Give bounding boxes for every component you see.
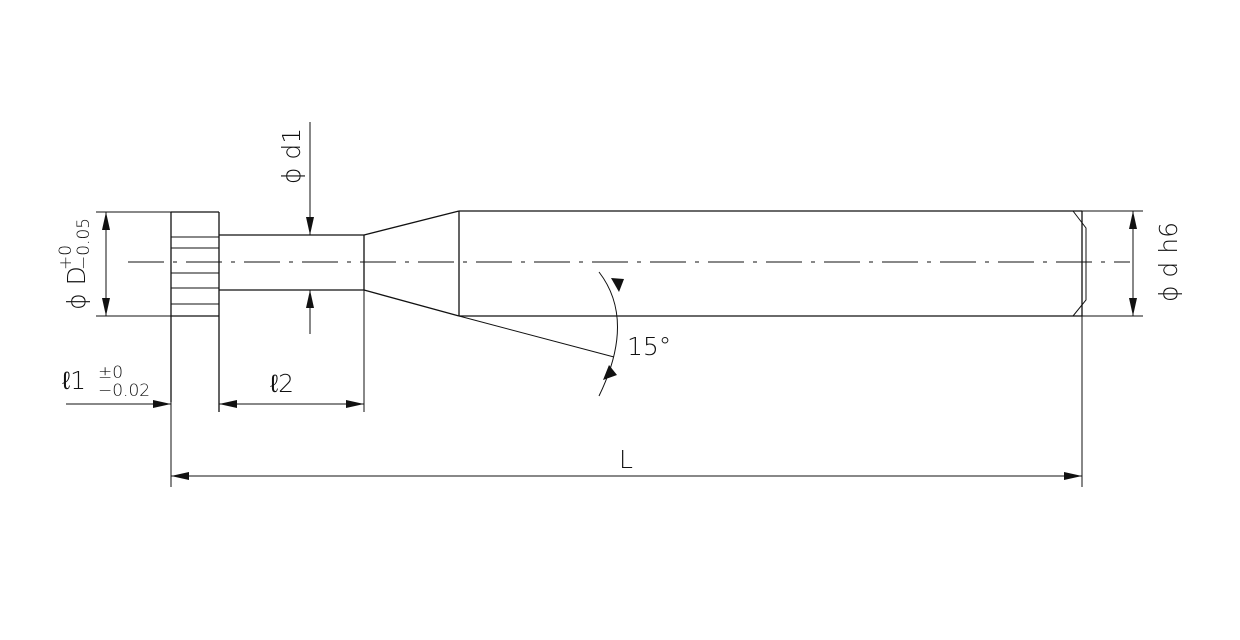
dim-D-label: D xyxy=(62,266,91,285)
dim-l2: ℓ2 xyxy=(219,290,365,412)
shank xyxy=(459,210,1087,317)
taper xyxy=(363,210,460,317)
dim-angle: 15° xyxy=(458,271,671,397)
dim-d-h6: ϕ d h6 xyxy=(1082,210,1183,317)
dim-l1-tol-plus: ±0 xyxy=(98,363,123,383)
dim-d-phi: ϕ xyxy=(1154,286,1183,303)
dim-d1-phi: ϕ xyxy=(277,168,306,185)
svg-text:ϕ D: ϕ D xyxy=(62,266,91,310)
dim-l1: ℓ1 ±0 −0.02 xyxy=(62,363,250,408)
dim-D-phi: ϕ xyxy=(62,293,91,310)
dim-D-tol-minus: −0.05 xyxy=(74,218,94,270)
dim-d-h6-label: d h6 xyxy=(1154,222,1183,278)
dim-L: L xyxy=(170,316,1083,487)
svg-text:ϕ d h6: ϕ d h6 xyxy=(1154,222,1183,302)
dim-l1-tol-minus: −0.02 xyxy=(98,381,150,401)
dim-d1: ϕ d1 xyxy=(277,122,320,334)
dim-D-tol-plus: +0 xyxy=(56,245,76,270)
dim-l1-label: ℓ1 xyxy=(62,366,86,395)
svg-text:ϕ d1: ϕ d1 xyxy=(277,128,306,184)
dim-L-label: L xyxy=(619,445,633,474)
cutter-head xyxy=(170,211,220,412)
dim-angle-label: 15° xyxy=(627,332,671,361)
dim-D: ϕ D +0 −0.05 xyxy=(56,211,171,317)
tool-outline xyxy=(128,210,1130,412)
dim-l2-label: ℓ2 xyxy=(270,369,294,398)
dim-d1-label: d1 xyxy=(277,128,306,160)
